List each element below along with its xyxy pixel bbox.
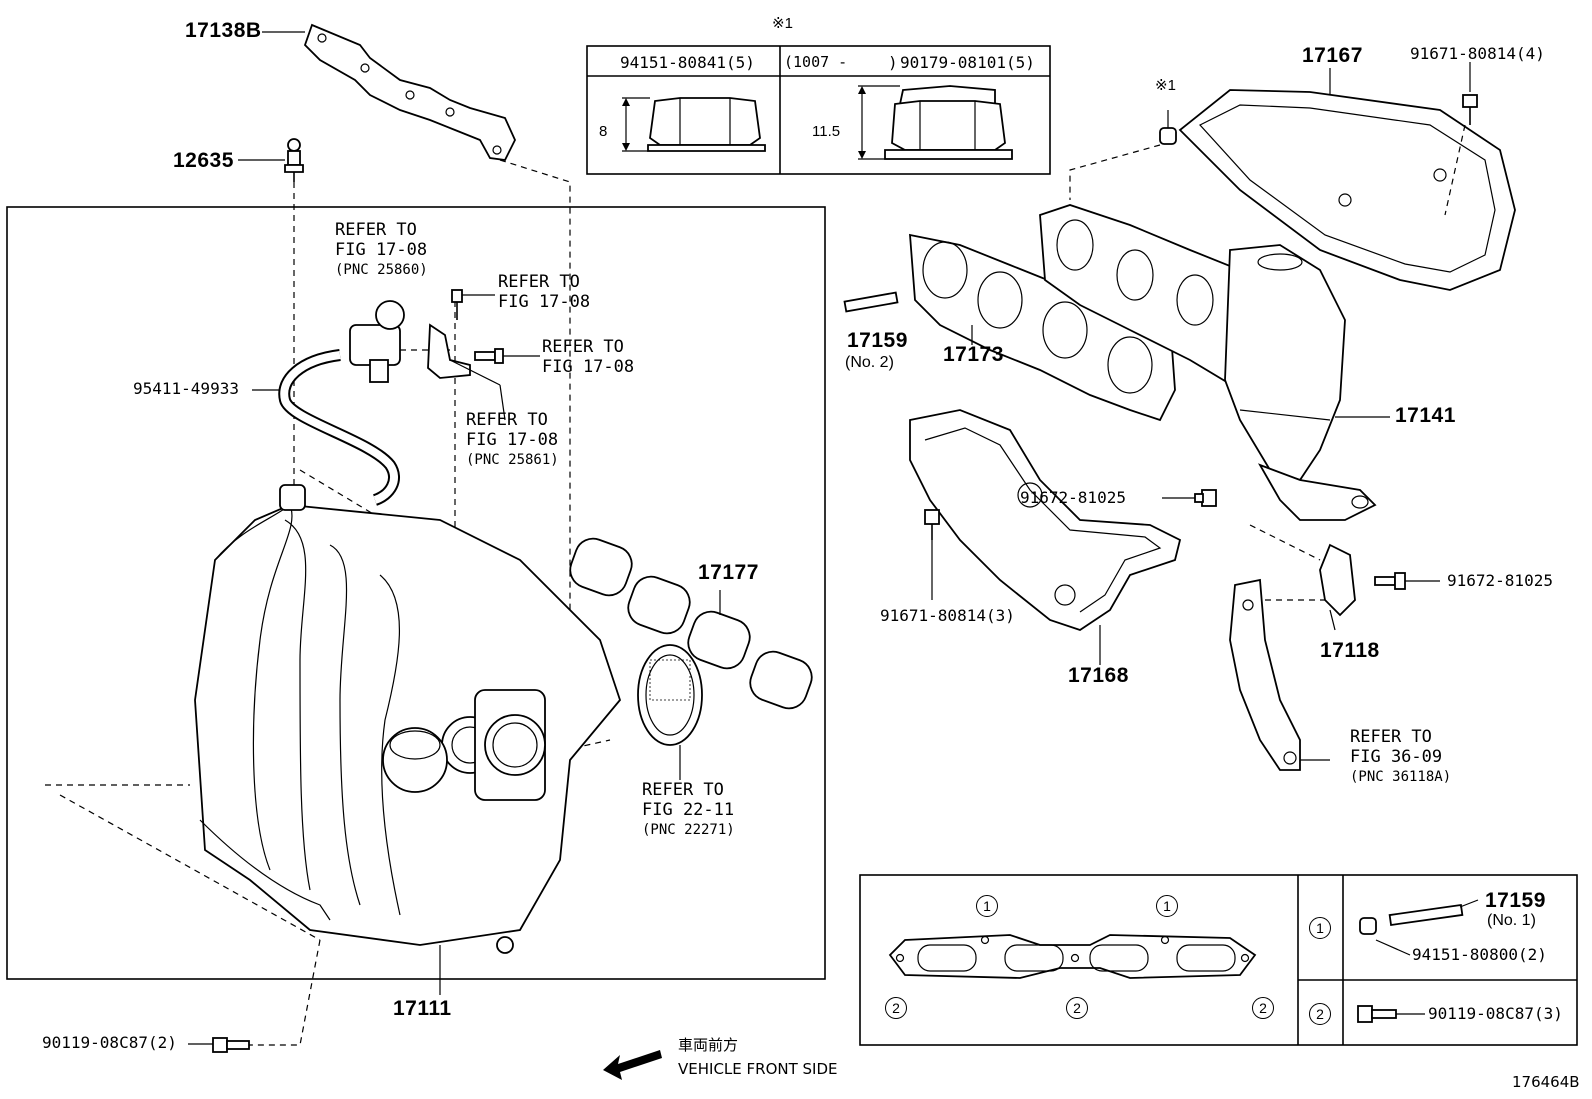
manifold-stay [1229, 578, 1301, 771]
heat-insulator-17168 [909, 409, 1182, 665]
label-91672-a: 91672-81025 [1020, 488, 1126, 507]
bolt-icon-side [474, 348, 540, 364]
legend-nut-icon [1359, 917, 1411, 956]
intake-manifold [194, 484, 622, 954]
legend-marker-2a: 2 [885, 997, 907, 1019]
exhaust-gasket-17173 [909, 233, 1176, 422]
note-mark-table: ※1 [772, 15, 793, 32]
label-95411-49933: 95411-49933 [133, 379, 239, 398]
gasket-17177 [569, 537, 813, 710]
nut-range-open: (1007 - [784, 53, 848, 71]
gasket-17138B [303, 23, 516, 161]
refer-line-2: FIG 36-09 [1350, 747, 1443, 767]
legend-17159: 17159 [1485, 889, 1546, 912]
refer-note-25860: REFER TO FIG 17-08 (PNC 25860) [335, 220, 428, 280]
refer-line-2: FIG 17-08 [542, 357, 635, 377]
refer-line-1: REFER TO [1350, 727, 1432, 747]
refer-line-2: FIG 22-11 [642, 800, 735, 820]
refer-line-1: REFER TO [335, 220, 417, 240]
refer-note-screw: REFER TO FIG 17-08 [542, 337, 634, 377]
legend-stud-icon [1388, 899, 1479, 926]
nut-icon-note [1159, 110, 1177, 145]
refer-line-2: FIG 17-08 [335, 240, 428, 260]
refer-line-1: REFER TO [642, 780, 724, 800]
diagram-id: 176464B [1512, 1073, 1580, 1091]
vsv-valve [349, 300, 450, 383]
label-17159: 17159 [847, 329, 908, 352]
nut-table-part-2: 90179-08101(5) [900, 53, 1035, 72]
legend-gasket [888, 934, 1257, 979]
legend-marker-1a: 1 [976, 895, 998, 917]
label-17111: 17111 [393, 997, 452, 1020]
label-17141: 17141 [1395, 404, 1456, 427]
label-17118: 17118 [1320, 639, 1380, 662]
nut-table-part-1: 94151-80841(5) [620, 53, 755, 72]
stud-17159 [843, 291, 899, 313]
refer-pnc: (PNC 22271) [642, 822, 735, 838]
label-17168: 17168 [1068, 664, 1129, 687]
nut-icon-1 [622, 97, 766, 152]
bolt-icon-mid-left [924, 509, 940, 600]
refer-note-25861: REFER TO FIG 17-08 (PNC 25861) [466, 410, 559, 470]
label-17173: 17173 [943, 343, 1004, 366]
heat-insulator-17167 [1178, 89, 1516, 291]
nut-range-close: ) [888, 53, 898, 72]
bolt-icon-bottom-left [188, 1037, 250, 1053]
legend-bolt-icon [1357, 1005, 1425, 1023]
refer-line-2: FIG 17-08 [466, 430, 559, 450]
legend-box [859, 874, 1578, 1046]
refer-line-1: REFER TO [466, 410, 548, 430]
label-91672-b: 91672-81025 [1447, 571, 1553, 590]
refer-pnc: (PNC 25860) [335, 262, 428, 278]
exhaust-manifold-17141 [1039, 204, 1377, 521]
label-17177: 17177 [698, 561, 759, 584]
refer-note-22271: REFER TO FIG 22-11 (PNC 22271) [642, 780, 735, 840]
label-17159-no: (No. 2) [845, 354, 894, 371]
stud-12635 [238, 138, 304, 182]
label-91671-mid: 91671-80814(3) [880, 606, 1015, 625]
legend-nut-part: 94151-80800(2) [1412, 945, 1547, 964]
refer-line-1: REFER TO [498, 272, 580, 292]
bolt-icon-top-right [1462, 62, 1478, 125]
legend-bolt-part: 90119-08C87(3) [1428, 1004, 1563, 1023]
refer-line-1: REFER TO [542, 337, 624, 357]
intake-frame [6, 206, 826, 980]
direction-jp: 車両前方 [678, 1036, 739, 1054]
label-17167: 17167 [1302, 44, 1363, 67]
legend-marker-1b: 1 [1156, 895, 1178, 917]
label-90119-left: 90119-08C87(2) [42, 1033, 177, 1052]
bolt-icon-mid-right [1162, 489, 1217, 507]
label-12635: 12635 [173, 149, 234, 172]
throttle-gasket [637, 644, 703, 780]
nut-icon-2 [858, 85, 1013, 160]
bracket-icon [427, 323, 471, 379]
bracket-17118 [1319, 543, 1356, 617]
label-17138B: 17138B [185, 19, 262, 42]
nut-table [586, 45, 1051, 175]
direction-en: VEHICLE FRONT SIDE [678, 1060, 838, 1078]
refer-note-36118A: REFER TO FIG 36-09 (PNC 36118A) [1350, 727, 1451, 787]
legend-marker-2c: 2 [1252, 997, 1274, 1019]
label-91671-top: 91671-80814(4) [1410, 44, 1545, 63]
refer-pnc: (PNC 25861) [466, 452, 559, 468]
refer-line-2: FIG 17-08 [498, 292, 591, 312]
refer-pnc: (PNC 36118A) [1350, 769, 1452, 785]
legend-key-2: 2 [1309, 1003, 1331, 1025]
legend-key-1: 1 [1309, 917, 1331, 939]
nut-height-1: 8 [599, 123, 608, 140]
nut-height-2: 11.5 [812, 123, 841, 140]
bolt-icon-right [1374, 572, 1440, 590]
refer-note-bolt: REFER TO FIG 17-08 [498, 272, 590, 312]
legend-17159-no: (No. 1) [1487, 912, 1536, 929]
bolt-icon-top [451, 289, 495, 320]
legend-marker-2b: 2 [1066, 997, 1088, 1019]
front-arrow-icon [603, 1050, 662, 1080]
note-mark-nut: ※1 [1155, 77, 1176, 94]
